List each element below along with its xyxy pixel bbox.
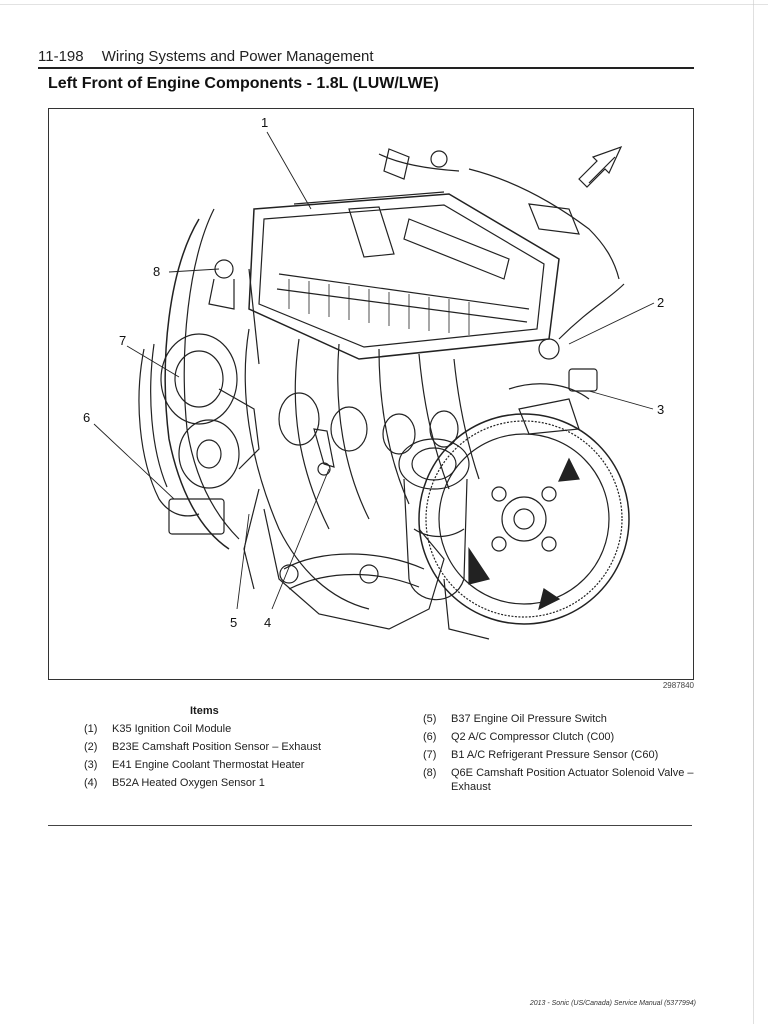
callout-5: 5 (230, 615, 237, 630)
item-number: (3) (84, 759, 98, 771)
item-text: E41 Engine Coolant Thermostat Heater (112, 759, 305, 771)
item-number: (6) (423, 731, 437, 743)
page-header: 11-198 Wiring Systems and Power Manageme… (38, 48, 692, 68)
item-number: (1) (84, 723, 98, 735)
engine-illustration: 1 2 3 4 5 6 7 8 (48, 108, 694, 680)
page-title: Left Front of Engine Components - 1.8L (… (48, 75, 439, 92)
item-text: B52A Heated Oxygen Sensor 1 (112, 777, 265, 789)
figure-id: 2987840 (662, 681, 694, 690)
list-item: (2) B23E Camshaft Position Sensor – Exha… (84, 740, 384, 754)
list-item: (4) B52A Heated Oxygen Sensor 1 (84, 776, 384, 790)
callout-1: 1 (261, 115, 268, 130)
list-item: (1) K35 Ignition Coil Module (84, 722, 384, 736)
list-item: (3) E41 Engine Coolant Thermostat Heater (84, 758, 384, 772)
page-number: 11-198 (38, 48, 84, 65)
scan-right-edge (753, 0, 754, 1024)
list-item: (5) B37 Engine Oil Pressure Switch (423, 712, 713, 726)
page-footer: 2013 - Sonic (US/Canada) Service Manual … (529, 1000, 696, 1007)
items-list-right: (5) B37 Engine Oil Pressure Switch (6) Q… (423, 712, 713, 798)
callout-6: 6 (83, 410, 90, 425)
item-number: (2) (84, 741, 98, 753)
item-text: B23E Camshaft Position Sensor – Exhaust (112, 741, 322, 753)
callout-8: 8 (153, 264, 160, 279)
callout-2: 2 (657, 295, 664, 310)
item-number: (8) (423, 767, 437, 779)
callout-4: 4 (264, 615, 271, 630)
flywheel (418, 413, 630, 625)
list-item: (8) Q6E Camshaft Position Actuator Solen… (423, 766, 713, 794)
header-rule (38, 67, 694, 69)
item-text: Q2 A/C Compressor Clutch (C00) (451, 731, 615, 743)
bottom-rule (48, 825, 692, 826)
item-number: (7) (423, 749, 437, 761)
direction-arrow-icon (578, 145, 623, 188)
scan-top-edge (0, 4, 768, 5)
list-item: (6) Q2 A/C Compressor Clutch (C00) (423, 730, 713, 744)
item-text: B37 Engine Oil Pressure Switch (451, 713, 607, 725)
item-number: (5) (423, 713, 437, 725)
list-item: (7) B1 A/C Refrigerant Pressure Sensor (… (423, 748, 713, 762)
items-heading: Items (190, 705, 219, 717)
callout-7: 7 (119, 333, 126, 348)
callout-3: 3 (657, 402, 664, 417)
item-number: (4) (84, 777, 98, 789)
items-list-left: (1) K35 Ignition Coil Module (2) B23E Ca… (84, 722, 384, 794)
engine-drawing: 1 2 3 4 5 6 7 8 (83, 115, 664, 640)
item-text: K35 Ignition Coil Module (112, 723, 232, 735)
section-title: Wiring Systems and Power Management (101, 48, 374, 65)
item-text: Q6E Camshaft Position Actuator Solenoid … (451, 767, 694, 793)
item-text: B1 A/C Refrigerant Pressure Sensor (C60) (451, 749, 659, 761)
